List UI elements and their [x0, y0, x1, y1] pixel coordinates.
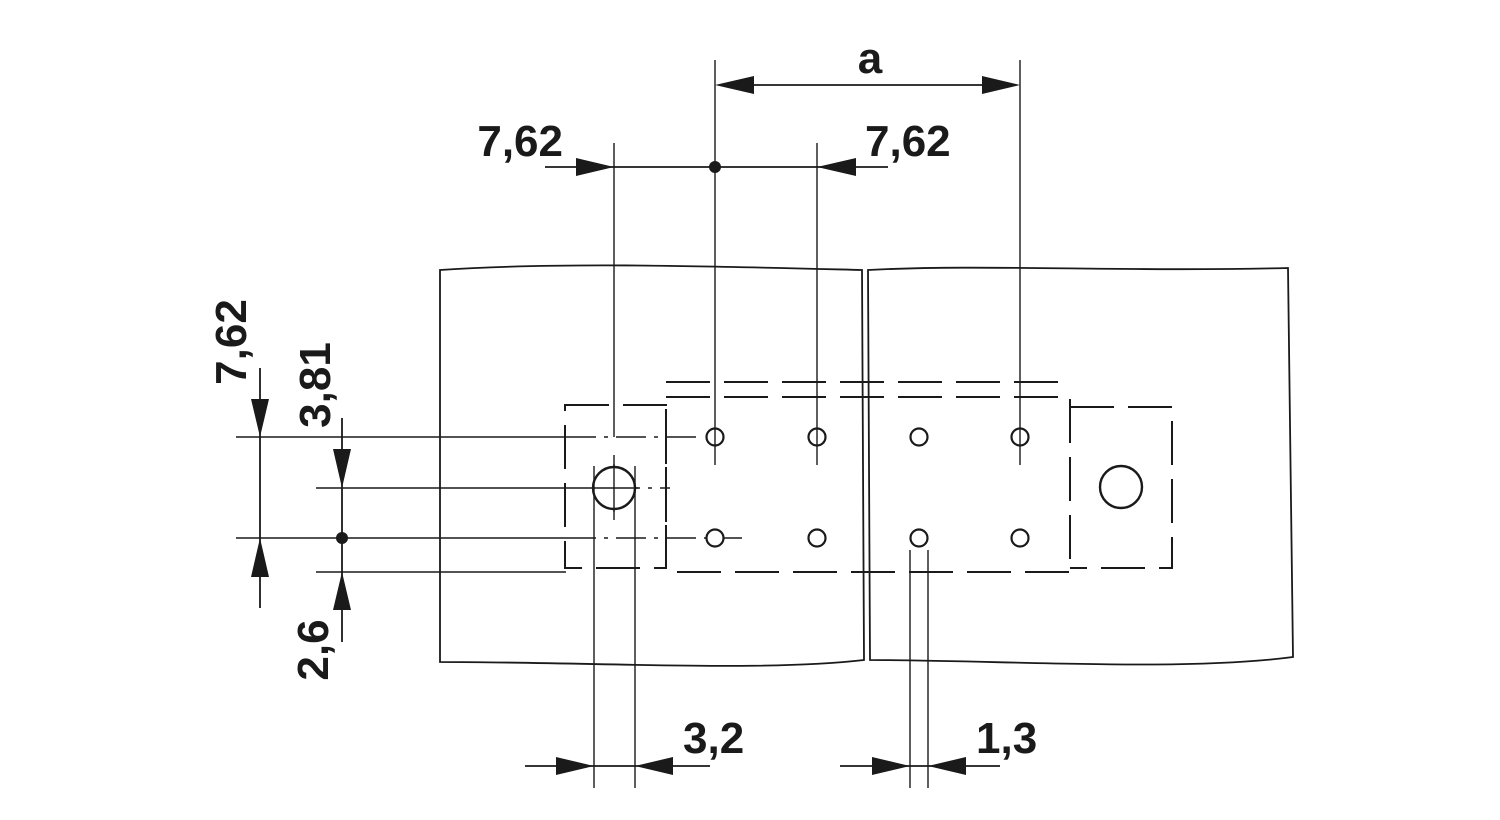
pin-hole — [1010, 528, 1030, 548]
extension-lines — [593, 60, 1021, 788]
connector-outline — [564, 381, 1173, 573]
dimension-row-pitch-label: 7,62 — [207, 299, 256, 385]
pcb-board-left — [439, 264, 865, 667]
pin-hole — [909, 427, 929, 447]
dimension-pitch-horizontal: 7,62 7,62 — [477, 117, 951, 176]
pin-hole — [807, 528, 827, 548]
pcb-board-right — [867, 266, 1294, 666]
pin-hole — [705, 528, 725, 548]
dimension-pitch-right-label: 7,62 — [865, 117, 951, 166]
pin-hole — [909, 528, 929, 548]
dimension-row-pitch: 7,62 — [207, 299, 269, 608]
dimension-row-offset-label: 3,81 — [291, 342, 340, 428]
dimension-a: a — [715, 34, 1020, 94]
dimension-edge-offset-label: 2,6 — [289, 619, 338, 680]
dimension-a-label: a — [858, 34, 883, 83]
dimension-pin-hole-label: 1,3 — [976, 714, 1037, 763]
dimension-mount-hole: 3,2 — [525, 714, 744, 775]
dimension-row-offset: 3,81 2,6 — [289, 342, 351, 681]
mounting-hole-right — [1098, 464, 1144, 510]
dimension-mount-hole-label: 3,2 — [683, 714, 744, 763]
dimension-pin-hole: 1,3 — [840, 714, 1037, 775]
dimension-pitch-left-label: 7,62 — [477, 117, 563, 166]
